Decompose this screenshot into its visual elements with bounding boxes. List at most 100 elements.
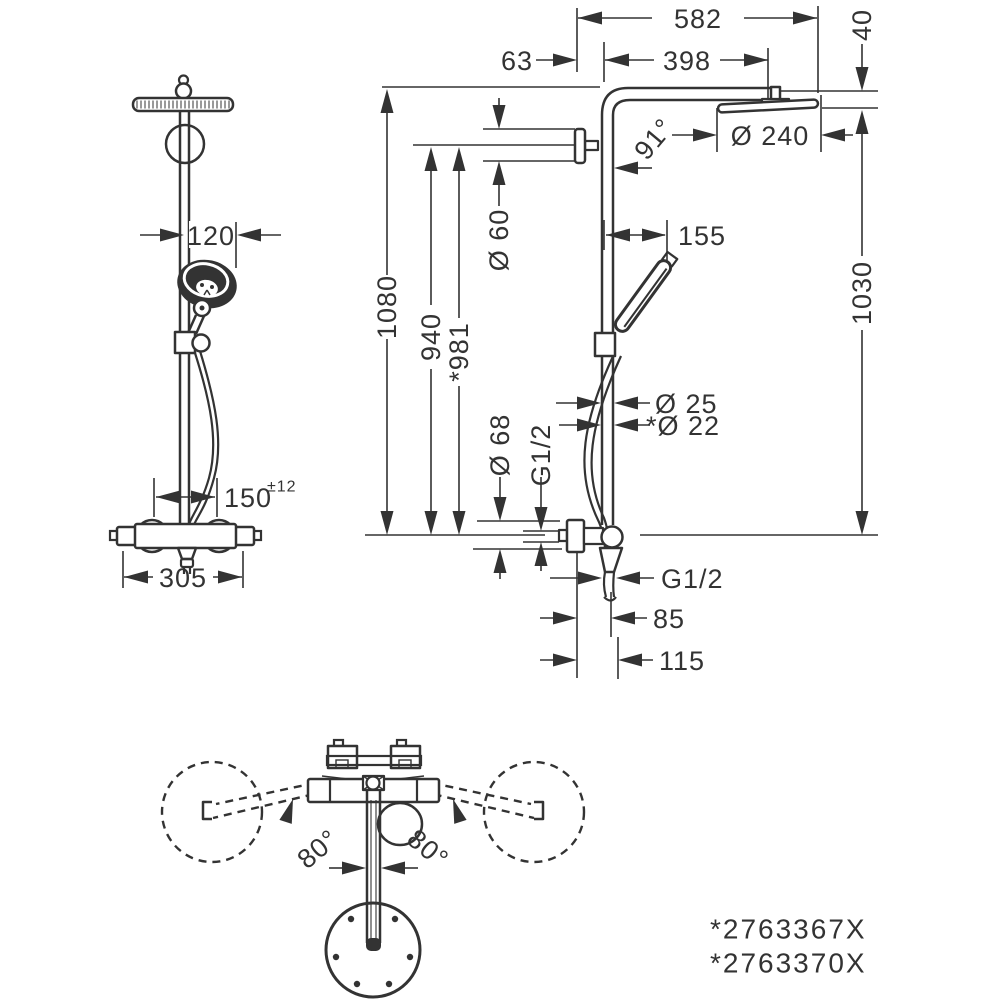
dim-arm-angle: 91° bbox=[628, 113, 680, 169]
dimension-arrow bbox=[380, 511, 394, 535]
dim-g12-lower-label: G1/2 bbox=[661, 564, 724, 594]
dim-pipe-top-height: 1080 bbox=[372, 111, 402, 512]
spray-nozzle-dots bbox=[332, 915, 414, 988]
dim-pipe-diameter-variant: *Ø 22 bbox=[559, 411, 720, 441]
dimension-arrow bbox=[424, 511, 438, 535]
dimension-arrow bbox=[614, 396, 638, 410]
dim-valve-width-label: 305 bbox=[159, 563, 207, 593]
dimension-arrow bbox=[614, 161, 638, 175]
arm-pivot bbox=[361, 774, 386, 792]
overhead-shower-front bbox=[131, 74, 235, 113]
dimension-arrow bbox=[606, 228, 630, 242]
top-view: 80° 80° bbox=[160, 738, 586, 999]
dimension-arrow bbox=[493, 497, 507, 521]
shower-hose-front bbox=[186, 350, 220, 528]
dimension-arrow bbox=[160, 228, 184, 242]
dimension-arrow bbox=[342, 861, 366, 875]
holder-clamp-side bbox=[593, 331, 617, 358]
front-view: 120 150 ±12 bbox=[108, 74, 297, 593]
shower-head-plate bbox=[131, 96, 235, 113]
dimension-arrow bbox=[553, 653, 577, 667]
valve-wall-plate bbox=[565, 518, 586, 554]
dimension-arrow bbox=[534, 507, 548, 531]
dimension-arrow bbox=[616, 571, 640, 585]
dimension-arrow bbox=[577, 418, 601, 432]
dimension-arrow bbox=[279, 799, 293, 824]
dim-hose-drop-label: 150 bbox=[224, 483, 272, 513]
dimension-arrow bbox=[578, 11, 602, 25]
dimension-arrow bbox=[855, 67, 869, 91]
dimension-arrow bbox=[855, 110, 869, 134]
dim-head-offset: 120 bbox=[140, 221, 281, 268]
dim-1030-label: 1030 bbox=[847, 261, 877, 325]
dimension-arrow bbox=[534, 542, 548, 566]
thermostat-valve-side bbox=[557, 518, 624, 602]
dim-940-label: 940 bbox=[416, 313, 446, 361]
dim-head-diameter: Ø 240 bbox=[672, 95, 853, 152]
dim-80-left-label: 80° bbox=[292, 823, 345, 874]
dimension-arrow bbox=[492, 105, 506, 129]
bracket-arm bbox=[583, 139, 600, 152]
valve-body-front bbox=[133, 522, 238, 550]
dim-68-label: Ø 68 bbox=[485, 414, 515, 477]
dim-25-label: Ø 25 bbox=[655, 389, 718, 419]
dimension-arrow bbox=[493, 549, 507, 573]
dim-63-label: 63 bbox=[501, 46, 533, 76]
dimension-arrow bbox=[424, 147, 438, 171]
dimension-arrow bbox=[191, 490, 215, 504]
dimension-arrow bbox=[452, 147, 466, 171]
dimension-arrow bbox=[642, 228, 666, 242]
swivel-arm-phantom bbox=[212, 778, 535, 820]
bracket-escutcheon bbox=[573, 127, 587, 165]
dim-85-label: 85 bbox=[653, 604, 685, 634]
product-code-2: *2763370X bbox=[710, 948, 867, 979]
hand-shower-side bbox=[613, 250, 679, 333]
dimension-arrow bbox=[492, 161, 506, 185]
dim-bracket-height: 940 bbox=[413, 144, 575, 512]
dimension-arrow bbox=[553, 611, 577, 625]
dim-outlet-thread: G1/2 bbox=[550, 564, 724, 594]
dim-981-label: *981 bbox=[444, 322, 474, 382]
dimension-arrow bbox=[821, 128, 845, 142]
dimension-arrow bbox=[380, 89, 394, 113]
dimension-arrow bbox=[237, 228, 261, 242]
hose-outlet-front bbox=[176, 546, 198, 561]
hand-shower-front bbox=[177, 259, 237, 335]
dimension-arrow bbox=[156, 490, 180, 504]
dimension-arrow bbox=[744, 53, 768, 67]
shower-arm-top bbox=[365, 790, 382, 943]
product-code-1: *2763367X bbox=[710, 914, 867, 945]
dim-1080-label: 1080 bbox=[372, 275, 402, 339]
thermostat-valve-front bbox=[108, 518, 263, 574]
riser-pipe-front bbox=[178, 111, 191, 527]
dim-240-label: Ø 240 bbox=[731, 121, 810, 151]
arm-nozzle-end bbox=[366, 938, 381, 951]
product-codes: *2763367X *2763370X bbox=[710, 914, 867, 979]
riser-pipe-side bbox=[600, 86, 772, 525]
dim-head-offset-label: 120 bbox=[187, 221, 235, 251]
dim-91deg-label: 91° bbox=[628, 113, 679, 166]
dimension-arrow bbox=[611, 611, 635, 625]
dim-pipe-diameter: Ø 25 bbox=[556, 389, 718, 419]
dim-582-label: 582 bbox=[674, 4, 722, 34]
side-view: 582 63 398 Ø 240 91° 40 1030 1080 bbox=[365, 4, 878, 679]
dim-head-height: 1030 bbox=[847, 133, 877, 512]
valve-knob-side bbox=[600, 525, 624, 549]
ball-joint bbox=[174, 82, 193, 100]
dim-wall-to-pipe: 63 bbox=[501, 46, 553, 76]
dimension-arrow bbox=[614, 418, 638, 432]
dimension-arrow bbox=[453, 799, 467, 824]
dimension-arrow bbox=[124, 570, 148, 584]
dim-155-label: 155 bbox=[678, 221, 726, 251]
valve-top bbox=[306, 738, 441, 804]
phantom-head-hook bbox=[201, 800, 545, 821]
overhead-shower-side bbox=[716, 98, 820, 114]
dim-22-label: *Ø 22 bbox=[646, 411, 720, 441]
overhead-shower-top bbox=[324, 901, 422, 999]
dim-head-drop: 40 bbox=[780, 9, 878, 109]
dim-hose-drop-tolerance: ±12 bbox=[267, 479, 297, 496]
dimension-arrow bbox=[218, 570, 242, 584]
slider-knob bbox=[191, 333, 211, 353]
dimension-arrow bbox=[381, 861, 405, 875]
